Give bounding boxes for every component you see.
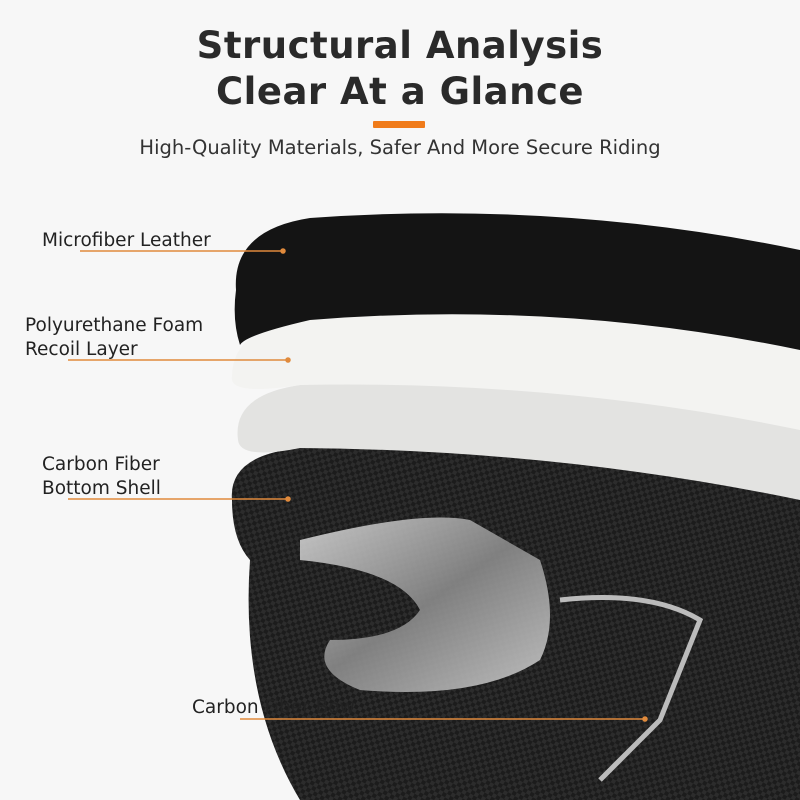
accent-bar — [373, 121, 425, 128]
carbon-fiber-bow — [300, 517, 550, 692]
label-line: Recoil Layer — [25, 339, 138, 360]
title-line-2: Clear At a Glance — [216, 70, 584, 113]
label-carbon-fiber-bottom-shell: Carbon Fiber Bottom Shell — [42, 453, 161, 501]
carbon-bottom-shell — [231, 443, 800, 640]
foam-lower-layer — [237, 381, 800, 500]
polyurethane-foam-layer — [231, 314, 800, 430]
label-line: Microfiber Leather — [42, 230, 211, 251]
label-line: Bottom Shell — [42, 478, 161, 499]
label-line: Carbon Fiber Bow — [192, 697, 355, 718]
microfiber-leather-layer — [234, 213, 800, 350]
label-microfiber-leather: Microfiber Leather — [42, 229, 211, 253]
label-carbon-fiber-bow: Carbon Fiber Bow — [192, 696, 355, 720]
label-line: Carbon Fiber — [42, 454, 160, 475]
title-line-1: Structural Analysis — [196, 24, 604, 67]
subtitle: High-Quality Materials, Safer And More S… — [139, 136, 661, 159]
label-polyurethane-foam: Polyurethane Foam Recoil Layer — [25, 314, 203, 362]
label-line: Polyurethane Foam — [25, 315, 204, 336]
